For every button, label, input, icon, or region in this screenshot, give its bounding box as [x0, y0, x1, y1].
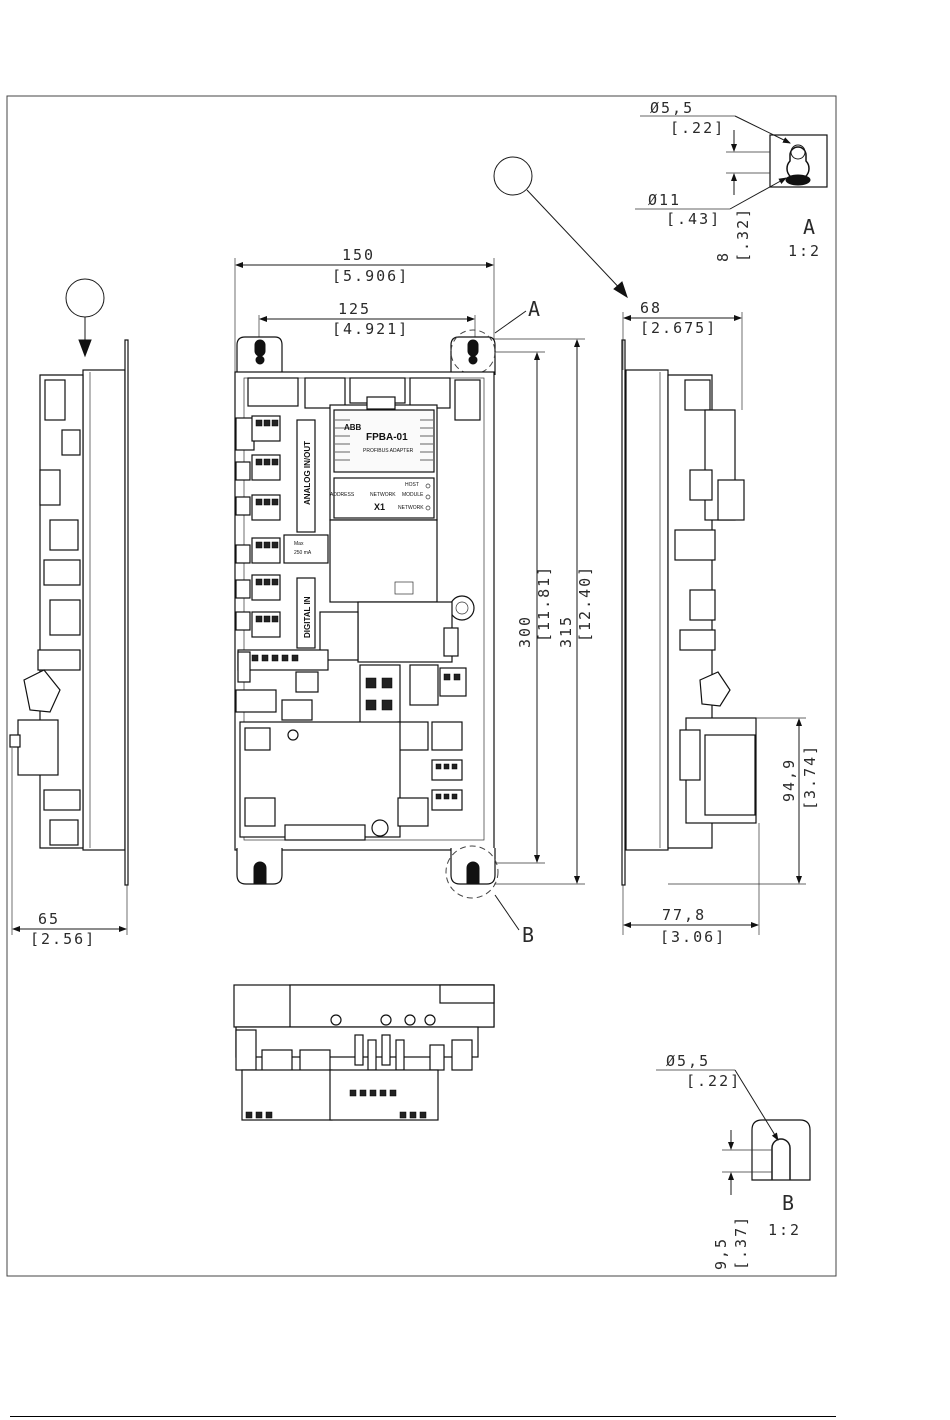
dim-height-300: 300 — [516, 615, 534, 648]
dim-depth-65: 65 — [38, 910, 60, 928]
analog-label: ANALOG IN/OUT — [303, 441, 312, 505]
detail-b-hole-dia: Ø5,5 — [666, 1052, 710, 1070]
detail-a-hole-dia: Ø5,5 — [650, 99, 694, 117]
module-subtitle: PROFIBUS ADAPTER — [363, 448, 414, 454]
fpba-module: ABB FPBA-01 PROFIBUS ADAPTER ADDRESS HOS… — [330, 397, 437, 520]
detail-b: Ø5,5 [.22] 9,5 [.37] B 1:2 — [656, 1052, 810, 1270]
network-status-label: NETWORK — [398, 505, 424, 511]
detail-b-scale: 1:2 — [768, 1221, 801, 1239]
address-label: ADDRESS — [330, 492, 355, 498]
bottom-view — [234, 985, 494, 1120]
dim-height-949: 94,9 — [780, 758, 798, 802]
dim-depth-778-in: [3.06] — [660, 928, 726, 946]
detail-b-offset: 9,5 — [712, 1237, 730, 1270]
connector-x1: X1 — [374, 502, 385, 512]
dim-depth-778: 77,8 — [662, 906, 706, 924]
detail-a-scale: 1:2 — [788, 242, 821, 260]
dim-depth-65-in: [2.56] — [30, 930, 96, 948]
detail-a-offset: 8 — [714, 251, 732, 262]
view-marker-right — [494, 157, 627, 297]
detail-a-head-dia: Ø11 — [648, 191, 681, 209]
dim-depth-68: 68 — [640, 299, 662, 317]
callout-a: A — [528, 297, 540, 321]
detail-b-offset-in: [.37] — [732, 1215, 750, 1270]
dim-width-125: 125 — [338, 300, 371, 318]
dim-width-150: 150 — [342, 246, 375, 264]
left-side-view: 65 [2.56] — [10, 340, 128, 948]
dim-height-315: 315 — [557, 615, 575, 648]
detail-a-offset-in: [.32] — [734, 207, 752, 262]
dim-height-949-in: [3.74] — [801, 744, 819, 810]
host-label: HOST — [405, 482, 419, 488]
brand-logo: ABB — [344, 423, 362, 432]
current-max-label: Max — [294, 541, 304, 547]
dim-width-150-in: [5.906] — [332, 267, 409, 285]
module-name: FPBA-01 — [366, 432, 408, 443]
detail-a-head-dia-in: [.43] — [666, 210, 721, 228]
detail-a: Ø5,5 [.22] Ø11 [.43] 8 [.32] A 1:2 — [635, 99, 827, 262]
digital-label: DIGITAL IN — [303, 596, 312, 638]
dim-depth-68-in: [2.675] — [640, 319, 717, 337]
network-badge: NETWORK — [370, 492, 396, 498]
dim-height-315-in: [12.40] — [576, 565, 594, 642]
current-value: 250 mA — [294, 550, 312, 556]
detail-b-hole-dia-in: [.22] — [686, 1072, 741, 1090]
detail-a-hole-dia-in: [.22] — [670, 119, 725, 137]
right-side-view: 68 [2.675] 77,8 [3.06] 94,9 [3.74] — [622, 299, 819, 946]
front-view: 150 [5.906] 125 [4.921] 300 [11.81] 315 … — [235, 246, 594, 898]
view-marker-left — [66, 279, 104, 356]
callout-b: B — [522, 923, 534, 947]
footer-rule — [10, 1416, 836, 1417]
dim-width-125-in: [4.921] — [332, 320, 409, 338]
detail-b-label: B — [782, 1191, 794, 1215]
module-badge: MODULE — [402, 492, 424, 498]
detail-a-label: A — [803, 215, 815, 239]
dim-height-300-in: [11.81] — [535, 565, 553, 642]
